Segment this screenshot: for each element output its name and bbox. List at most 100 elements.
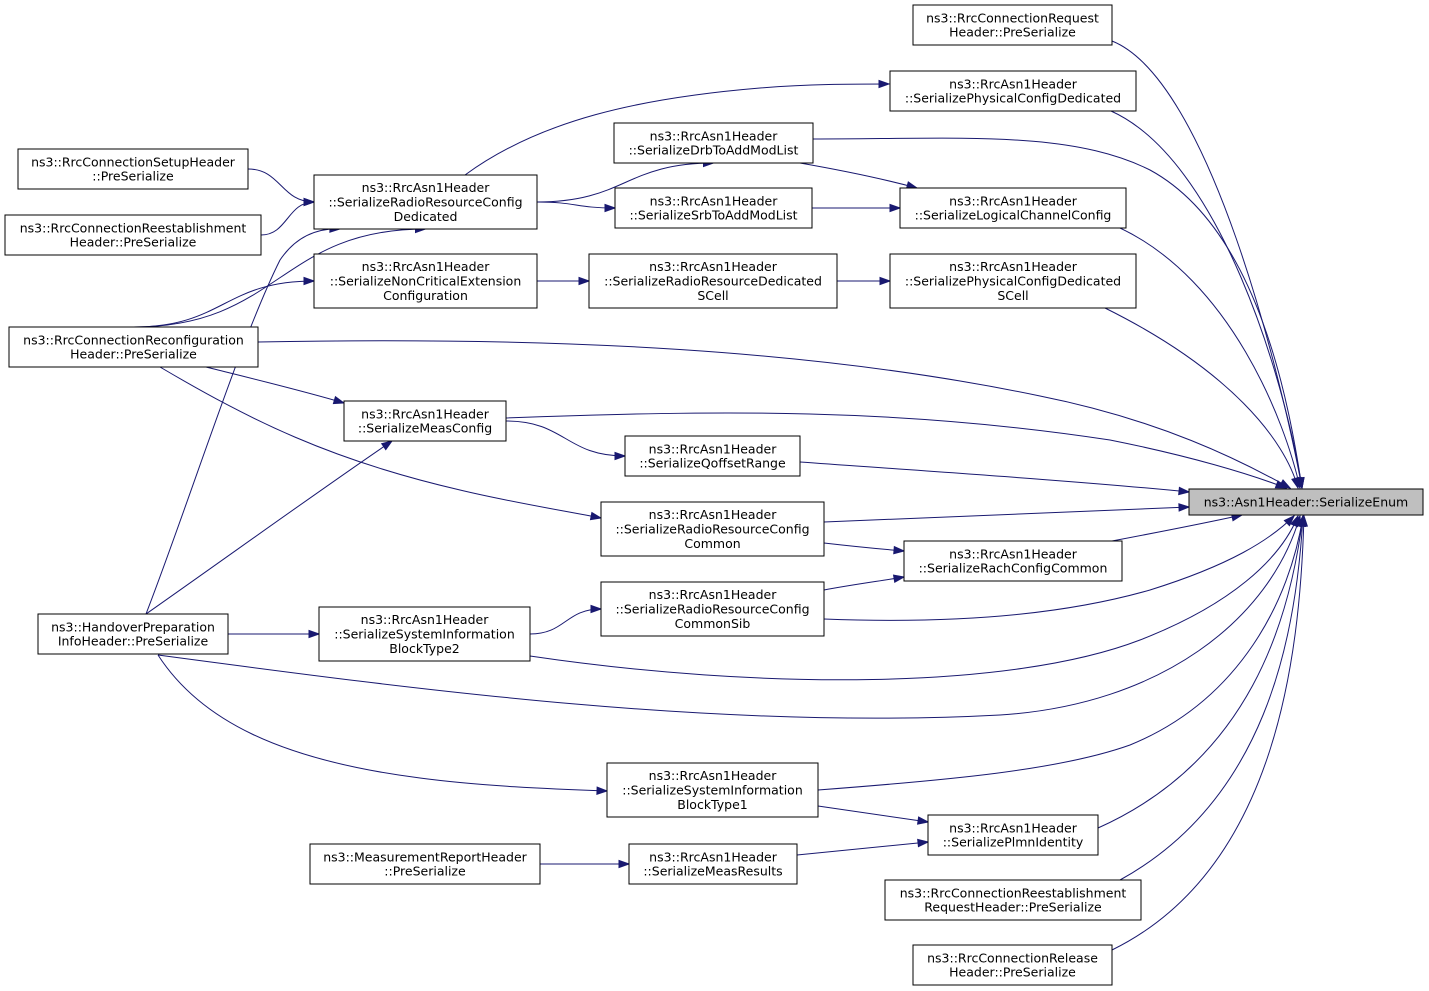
edge-handover-pre-to-rr-cfg-ded [145,224,342,615]
node-box [903,540,1123,582]
node-label-line: ::SerializeSystemInformation [622,783,803,798]
edge-sib2-to-rr-cfg-common-sib [529,604,603,635]
node-reconf-pre[interactable]: ns3::RrcConnectionReconfigurationHeader:… [8,326,259,368]
node-rach-common[interactable]: ns3::RrcAsn1Header::SerializeRachConfigC… [903,540,1123,582]
edge-arrowhead [1283,514,1296,527]
node-reest-pre[interactable]: ns3::RrcConnectionReestablishmentHeader:… [4,214,262,256]
node-label-line: ::SerializeMeasResults [643,864,782,879]
node-label-line: ns3::RrcAsn1Header [649,768,778,783]
node-label-line: ::SerializeQoffsetRange [639,456,786,471]
node-label-line: ns3::RrcAsn1Header [361,612,490,627]
edge-rr-cfg-common-to-target [823,503,1191,523]
edge-sib1-to-plmn [817,805,930,825]
edge-handover-pre-to-sib1 [157,654,609,795]
edge-rr-cfg-ded-to-srb-to-add [536,201,617,213]
node-label-line: ::SerializePhysicalConfigDedicated [905,274,1121,289]
node-target[interactable]: ns3::Asn1Header::SerializeEnum [1188,488,1424,516]
node-srb-to-add[interactable]: ns3::RrcAsn1Header::SerializeSrbToAddMod… [614,187,813,229]
node-box [313,174,538,230]
edge-line [145,440,393,615]
edge-arrowhead [596,786,609,795]
edge-rach-common-to-target [1111,513,1244,542]
node-label-line: ::SerializeRadioResourceConfig [615,602,809,617]
node-label-line: BlockType1 [677,797,747,812]
node-label-line: ns3::RrcAsn1Header [362,259,491,274]
edge-meas-results-to-plmn [796,838,930,856]
node-label-line: CommonSib [675,616,751,631]
node-label-line: ns3::RrcAsn1Header [949,259,1078,274]
edge-line [1111,40,1303,489]
edge-release-pre-to-target [1111,514,1309,951]
node-label-line: Common [684,536,740,551]
edge-qoffset-to-target [799,461,1191,496]
node-sib2[interactable]: ns3::RrcAsn1Header::SerializeSystemInfor… [318,606,531,662]
edge-phys-cfg-ded-to-target [1110,110,1305,490]
node-label-line: ns3::RrcAsn1Header [649,507,778,522]
node-label-line: ns3::RrcAsn1Header [649,849,778,864]
edge-line [1104,307,1299,489]
edge-rr-cfg-common-sib-to-rach-common [823,574,906,591]
edge-line [1111,515,1305,951]
node-box [37,613,229,655]
node-box [912,944,1113,986]
node-qoffset[interactable]: ns3::RrcAsn1Header::SerializeQoffsetRang… [624,435,801,477]
node-box [628,843,798,885]
node-drb-to-add[interactable]: ns3::RrcAsn1Header::SerializeDrbToAddMod… [613,122,814,164]
edge-arrowhead [916,816,930,825]
node-label-line: ns3::RrcAsn1Header [649,441,778,456]
node-label-line: InfoHeader::PreSerialize [58,634,209,649]
node-label-line: ns3::RrcAsn1Header [361,406,490,421]
edge-plmn-to-target [1097,514,1306,829]
node-meas-report-pre[interactable]: ns3::MeasurementReportHeader::PreSeriali… [309,843,541,885]
node-box [17,148,249,190]
edge-srb-to-add-to-logical-ch [811,203,902,213]
edge-line [1119,227,1301,489]
edge-reest-req-pre-to-target [1119,514,1307,881]
edge-handover-pre-to-meas-cfg [145,440,394,615]
edge-line [536,162,714,203]
node-box [318,606,531,662]
node-non-crit[interactable]: ns3::RrcAsn1Header::SerializeNonCritical… [313,253,538,309]
node-label-line: SCell [697,288,728,303]
edge-arrowhead [308,629,321,639]
node-label-line: ns3::RrcConnectionReestablishment [900,885,1127,900]
node-box [614,187,813,229]
node-phys-cfg-ded-scell[interactable]: ns3::RrcAsn1Header::SerializePhysicalCon… [889,253,1137,309]
node-box [889,70,1137,112]
node-logical-ch[interactable]: ns3::RrcAsn1Header::SerializeLogicalChan… [899,187,1127,229]
edge-handover-pre-to-sib2 [228,629,321,639]
edge-line [817,805,929,823]
node-handover-pre[interactable]: ns3::HandoverPreparationInfoHeader::PreS… [37,613,229,655]
node-label-line: ::SerializeSystemInformation [334,627,515,642]
edge-arrowhead [889,203,902,213]
edge-arrowhead [604,203,617,213]
node-meas-results[interactable]: ns3::RrcAsn1Header::SerializeMeasResults [628,843,798,885]
node-reest-req-pre[interactable]: ns3::RrcConnectionReestablishmentRequest… [884,879,1142,921]
node-rr-cfg-common[interactable]: ns3::RrcAsn1Header::SerializeRadioResour… [600,501,825,557]
node-rr-cfg-ded[interactable]: ns3::RrcAsn1Header::SerializeRadioResour… [313,174,538,230]
node-box [606,762,819,818]
node-meas-cfg[interactable]: ns3::RrcAsn1Header::SerializeMeasConfig [343,400,507,442]
node-box [588,253,838,309]
edge-arrowhead [303,276,316,286]
edge-line [812,137,1303,489]
edge-arrowhead [892,574,906,583]
node-phys-cfg-ded[interactable]: ns3::RrcAsn1Header::SerializePhysicalCon… [889,70,1137,112]
node-rr-ded-scell[interactable]: ns3::RrcAsn1Header::SerializeRadioResour… [588,253,838,309]
node-label-line: ::PreSerialize [384,864,466,879]
node-rr-cfg-common-sib[interactable]: ns3::RrcAsn1Header::SerializeRadioResour… [600,581,825,637]
edge-layer [133,40,1309,951]
node-label-line: ns3::RrcConnectionRelease [927,950,1098,965]
node-setup-pre[interactable]: ns3::RrcConnectionSetupHeader::PreSerial… [17,148,249,190]
node-box [313,253,538,309]
node-release-pre[interactable]: ns3::RrcConnectionReleaseHeader::PreSeri… [912,944,1113,986]
node-sib1[interactable]: ns3::RrcAsn1Header::SerializeSystemInfor… [606,762,819,818]
node-plmn[interactable]: ns3::RrcAsn1Header::SerializePlmnIdentit… [927,814,1099,856]
edge-line [823,542,905,552]
edge-line [823,576,905,591]
edge-meas-report-pre-to-meas-results [539,859,631,869]
edge-reconf-pre-to-rr-cfg-common [159,366,603,521]
edge-arrowhead [1274,480,1288,489]
node-rrc-conn-request[interactable]: ns3::RrcConnectionRequestHeader::PreSeri… [912,4,1113,46]
